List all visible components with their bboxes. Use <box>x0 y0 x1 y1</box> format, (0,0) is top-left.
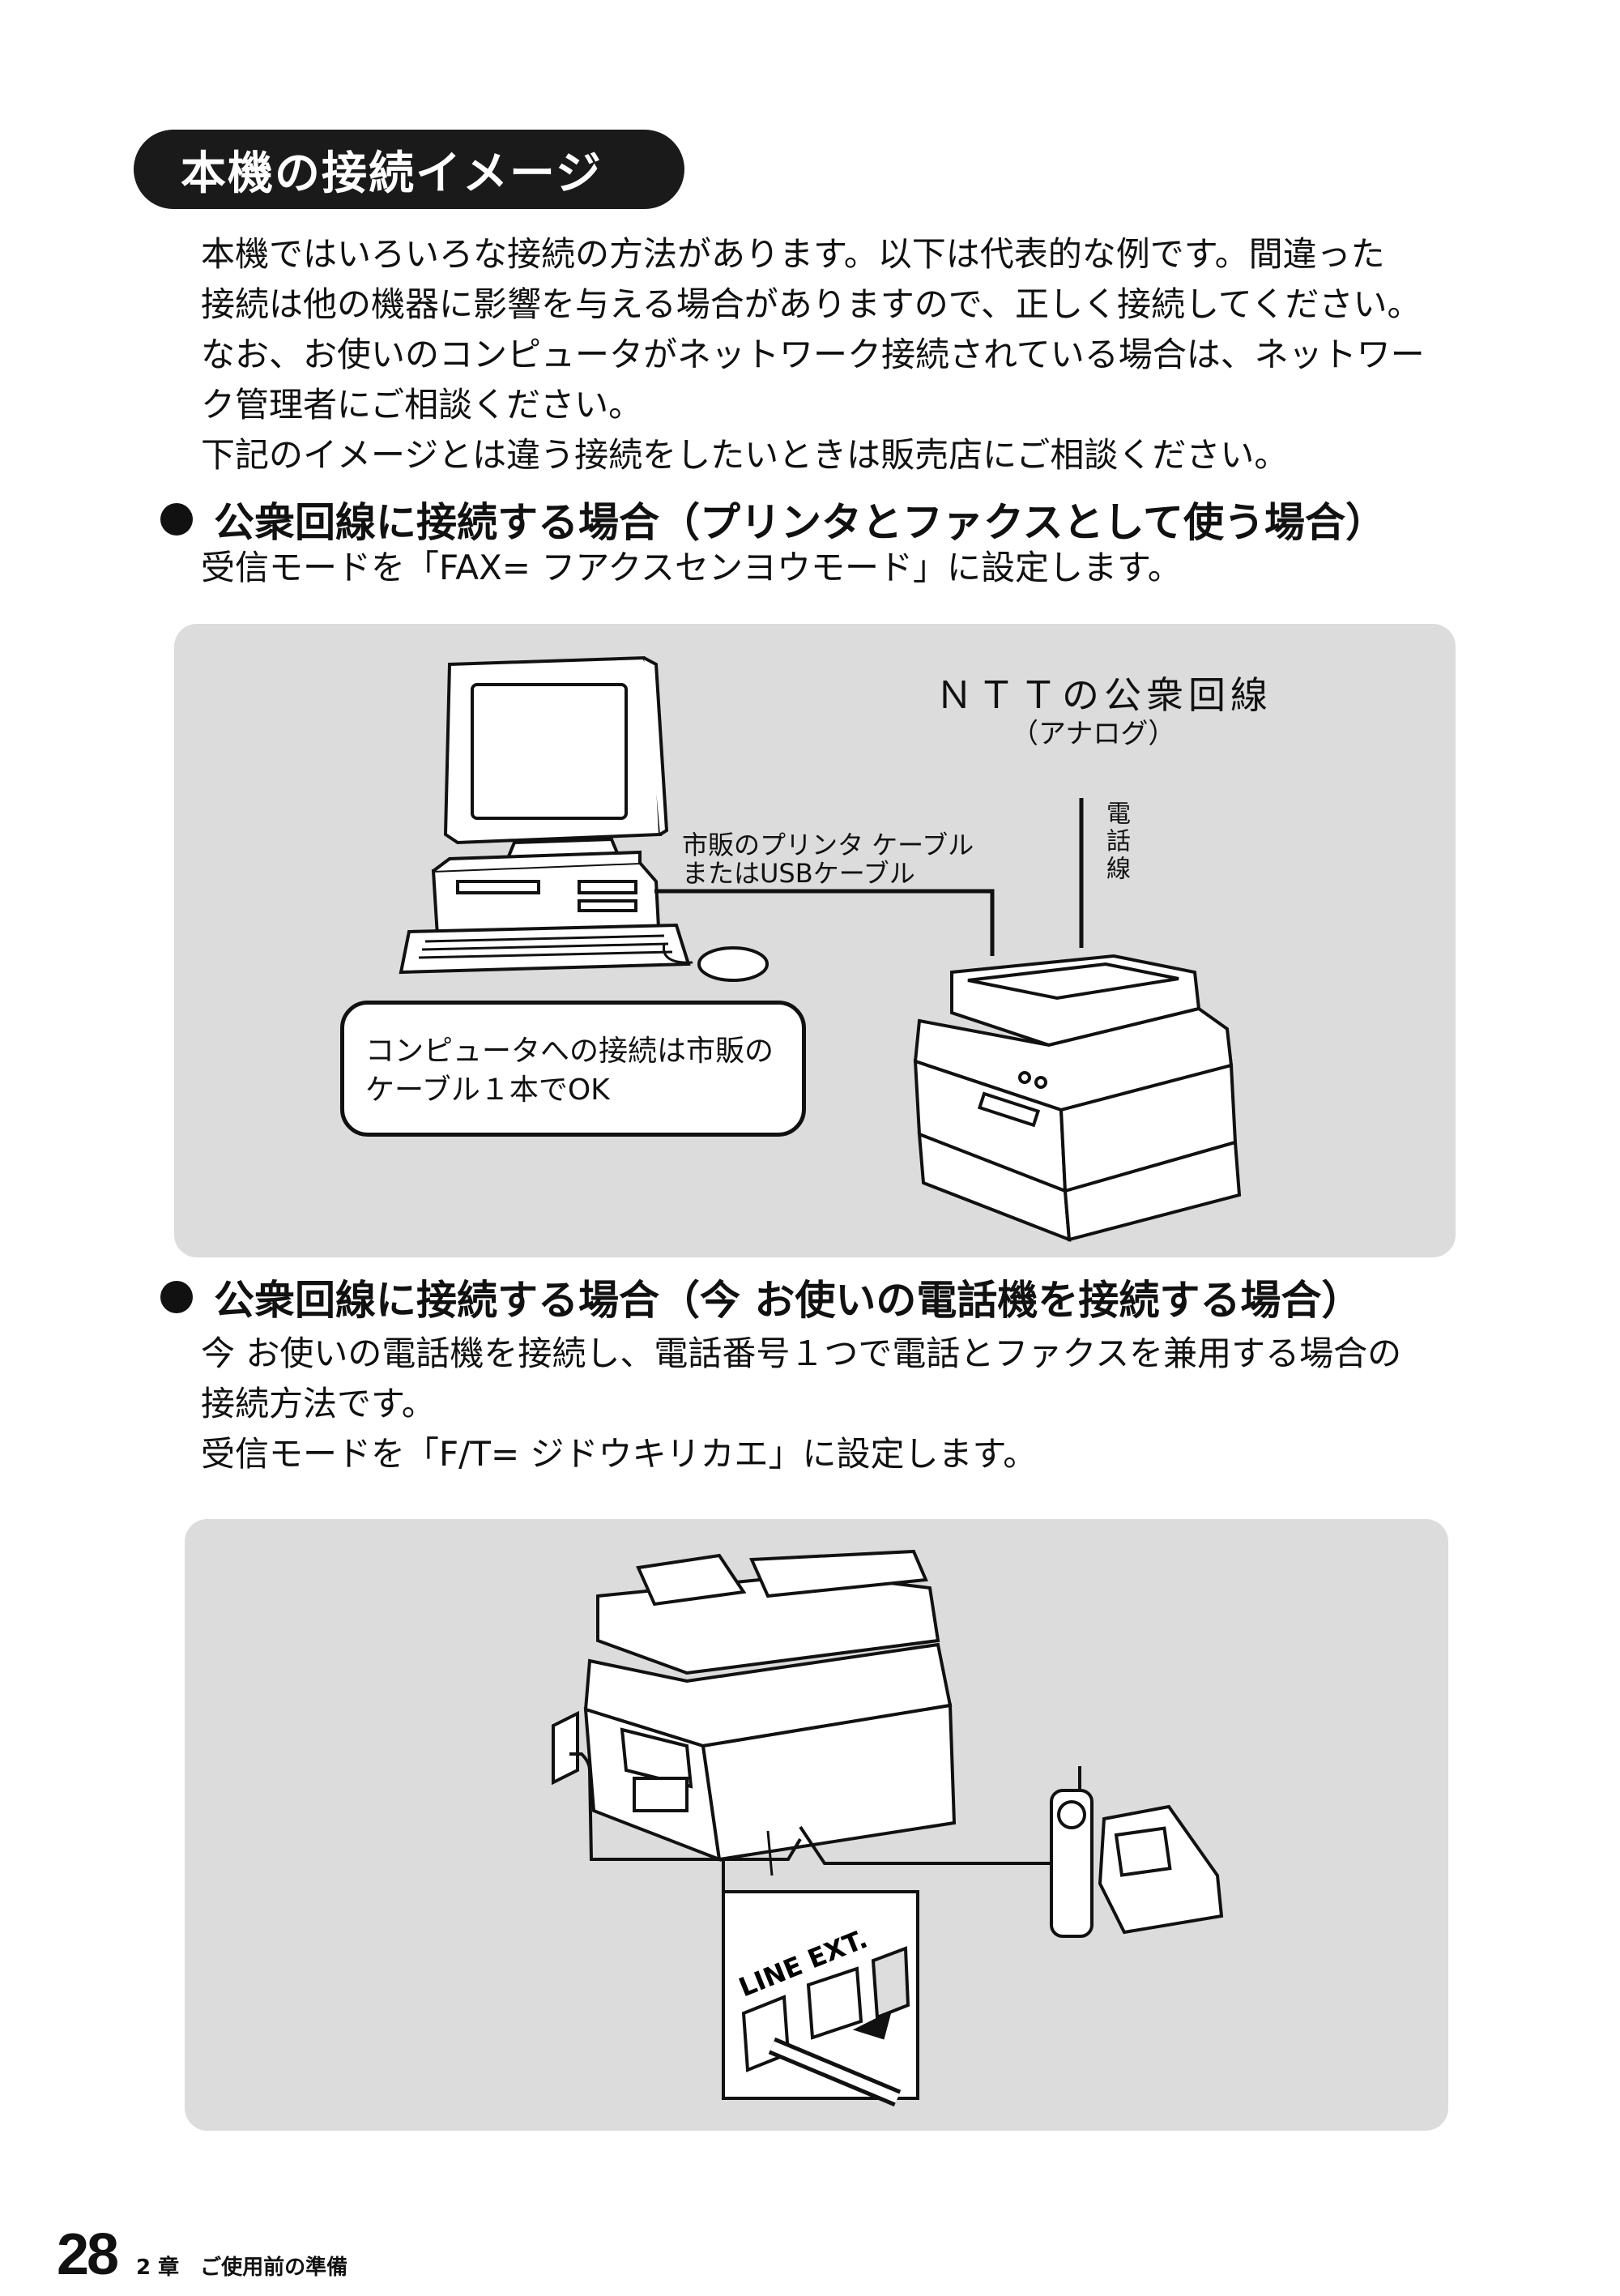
intro-line: なお、お使いのコンピュータがネットワーク接続されている場合は、ネットワー <box>201 335 1425 374</box>
ntt-line-title: ＮＴＴの公衆回線 <box>936 673 1273 717</box>
section2-heading: 公衆回線に接続する場合（今 お使いの電話機を接続する場合） <box>160 1268 1362 1326</box>
intro-line: ク管理者にご相談ください。 <box>201 385 643 425</box>
callout-box: コンピュータへの接続は市販の ケーブル１本でOK <box>340 1001 806 1137</box>
diagram1-illustration <box>399 655 1242 1243</box>
mfp-rear-icon <box>583 1549 957 1863</box>
keyboard-icon <box>399 923 691 975</box>
page-title: 本機の接続イメージ <box>134 130 684 209</box>
cable-label-line2: またはUSBケーブル <box>682 858 915 889</box>
phone-line-label: 電話線 <box>1102 800 1130 883</box>
section2-body-line: 受信モードを「F/T= ジドウキリカエ」に設定します。 <box>201 1434 1038 1474</box>
intro-text: 本機ではいろいろな接続の方法があります。以下は代表的な例です。間違った 接続は他… <box>201 229 1513 480</box>
section2-body-line: 接続方法です。 <box>201 1384 436 1423</box>
section2-body: 今 お使いの電話機を接続し、電話番号１つで電話とファクスを兼用する場合の 接続方… <box>201 1329 1401 1479</box>
port-detail <box>741 1946 910 2107</box>
bullet-icon <box>160 1281 193 1313</box>
intro-line: 下記のイメージとは違う接続をしたいときは販売店にご相談ください。 <box>201 435 1289 475</box>
callout-line: コンピュータへの接続は市販の <box>365 1035 774 1068</box>
pc-unit-icon <box>431 850 661 938</box>
chapter-label: 2 章 ご使用前の準備 <box>136 2255 348 2280</box>
section1-body: 受信モードを「FAX= フアクスセンヨウモード」に設定します。 <box>201 548 1182 587</box>
section1-heading: 公衆回線に接続する場合（プリンタとファクスとして使う場合） <box>160 490 1386 548</box>
line-cable <box>569 1752 802 1861</box>
page-number: 28 <box>57 2222 119 2287</box>
wall-jack-icon <box>552 1710 579 1786</box>
ntt-line-subtitle: （アナログ） <box>1011 718 1176 750</box>
telephone-icon <box>1050 1766 1224 1938</box>
section2-heading-text: 公衆回線に接続する場合（今 お使いの電話機を接続する場合） <box>214 1277 1362 1324</box>
callout-line: ケーブル１本でOK <box>365 1073 610 1107</box>
section2-body-line: 今 お使いの電話機を接続し、電話番号１つで電話とファクスを兼用する場合の <box>201 1334 1402 1373</box>
intro-line: 本機ではいろいろな接続の方法があります。以下は代表的な例です。間違った <box>201 234 1385 274</box>
section1-heading-text: 公衆回線に接続する場合（プリンタとファクスとして使う場合） <box>214 499 1386 546</box>
diagram1-panel <box>174 624 1456 1257</box>
diagram2-illustration: LINE EXT. <box>552 1549 1224 2107</box>
bullet-icon <box>160 503 193 536</box>
printer-cable <box>654 889 995 956</box>
mfp-printer-icon <box>913 954 1242 1243</box>
mouse-icon <box>697 946 769 982</box>
cable-label-line1: 市販のプリンタ ケーブル <box>682 830 974 860</box>
monitor-icon <box>443 655 669 864</box>
intro-line: 接続は他の機器に影響を与える場合がありますので、正しく接続してください。 <box>201 284 1422 324</box>
